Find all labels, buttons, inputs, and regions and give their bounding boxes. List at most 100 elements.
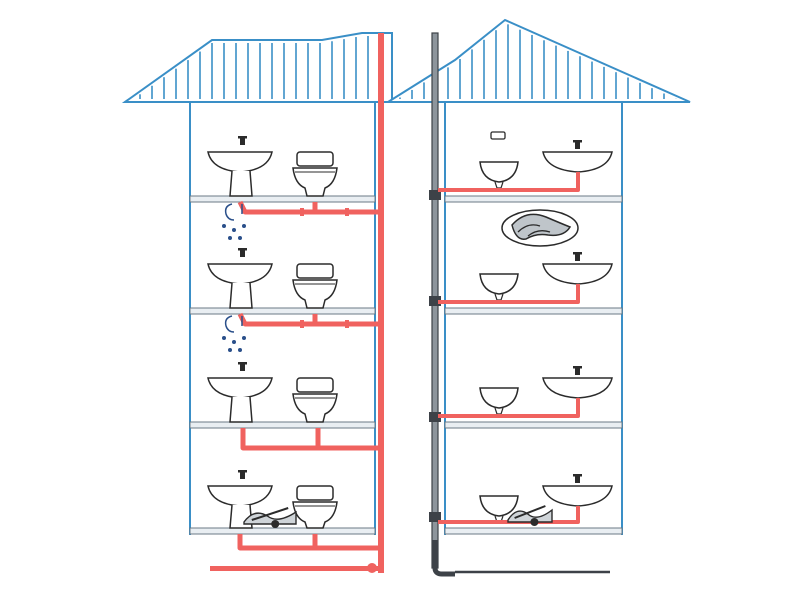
left-floor-3 [207, 362, 378, 451]
small-basin-trap [494, 181, 504, 189]
toilet-icon [292, 151, 338, 197]
floor-slab [189, 421, 376, 429]
floor-slab [444, 527, 623, 535]
red-drain-pipe [438, 398, 580, 418]
toilet-icon [292, 263, 338, 309]
faucet-handle [573, 366, 582, 369]
toilet-icon [292, 485, 338, 529]
red-drain-pipe [237, 312, 378, 327]
basin-pedestal [229, 170, 253, 197]
red-vertical-riser [378, 33, 384, 573]
detail-pipe-shape [511, 213, 572, 240]
water-drop [242, 336, 246, 340]
toilet-icon [292, 377, 338, 423]
faucet-handle [238, 362, 247, 365]
cleaning-tool-hose [251, 507, 289, 521]
water-drop [232, 340, 236, 344]
left-floor-2 [207, 248, 378, 352]
small-basin-bowl [479, 495, 519, 517]
right-floor-3 [438, 366, 613, 418]
floor-slab [444, 421, 623, 429]
faucet-handle [238, 248, 247, 251]
dark-pipe-elbow [432, 540, 455, 577]
water-drop [228, 348, 232, 352]
toilet-bowl [292, 167, 338, 197]
faucet-handle [573, 252, 582, 255]
red-drain-pipe [240, 428, 378, 451]
faucet-body [575, 366, 580, 375]
pipe-cleaning-tool-icon [507, 505, 553, 526]
detail-pipe-lines [517, 224, 551, 237]
vessel-basin-bowl [542, 485, 613, 507]
small-basin-trap [494, 407, 504, 415]
faucet-handle [573, 474, 582, 477]
floor-slabs-left [189, 195, 376, 535]
roof-left [121, 32, 393, 103]
washbasin-icon [542, 252, 613, 285]
small-basin-bowl [479, 161, 519, 183]
floor-slab [189, 527, 376, 535]
faucet-icon [238, 248, 247, 257]
toilet-tank [296, 485, 334, 501]
vessel-basin-bowl [542, 263, 613, 285]
washbasin-icon [479, 131, 519, 189]
vessel-basin-bowl [542, 151, 613, 173]
leak-pipe-curve [224, 315, 235, 333]
building-right [444, 102, 623, 535]
cleaning-tool-body [243, 510, 297, 525]
faucet-icon [238, 362, 247, 371]
floor-slab [189, 307, 376, 315]
washbasin-icon [542, 366, 613, 399]
leak-pipe-curve [224, 203, 235, 221]
dark-pipe-clamp [429, 412, 441, 422]
cleaning-tool-reel [530, 518, 539, 526]
dark-pipe-clamp [429, 296, 441, 306]
pipe-detail-callout [501, 209, 579, 247]
washbasin-icon [542, 474, 613, 507]
roof-left-hatching [139, 36, 381, 99]
faucet-body [240, 362, 245, 371]
water-drop [222, 224, 226, 228]
toilet-bowl [292, 279, 338, 309]
washbasin-icon [542, 140, 613, 173]
basin-bowl [207, 263, 273, 285]
left-building-fixtures [207, 136, 378, 551]
pipe-cleaning-tool-icon [243, 507, 297, 528]
washbasin-icon [479, 387, 519, 415]
faucet-icon [573, 366, 582, 375]
water-drop [232, 228, 236, 232]
faucet-handle [238, 470, 247, 473]
faucet-icon [573, 474, 582, 483]
right-floor-1 [438, 131, 613, 247]
red-bottom-pipe [210, 566, 380, 571]
red-drain-pipe [438, 284, 580, 304]
water-drop [222, 336, 226, 340]
floor-slabs-right [444, 195, 623, 535]
faucet-body [575, 252, 580, 261]
washbasin-icon [207, 136, 273, 197]
leaking-pipe-icon [222, 315, 246, 352]
washbasin-icon [207, 470, 273, 529]
cleaning-tool-body [507, 508, 553, 523]
faucet-icon [238, 136, 247, 145]
right-floor-4 [438, 474, 613, 526]
faucet-body [575, 474, 580, 483]
floor-slab [444, 195, 623, 203]
cleaning-tool-hose [514, 505, 546, 519]
washbasin-icon [479, 273, 519, 301]
water-drop [238, 348, 242, 352]
water-drop [238, 236, 242, 240]
basin-pedestal [229, 282, 253, 309]
cleaning-tool-reel [271, 520, 280, 528]
red-pipe-cap [367, 563, 377, 573]
left-floor-1 [207, 136, 378, 240]
red-pipe-joint [300, 320, 304, 328]
floor-slab [189, 195, 376, 203]
water-drop [228, 236, 232, 240]
faucet-handle [238, 136, 247, 139]
faucet-body [575, 140, 580, 149]
basin-pedestal [229, 396, 253, 423]
roof-right [384, 18, 691, 103]
